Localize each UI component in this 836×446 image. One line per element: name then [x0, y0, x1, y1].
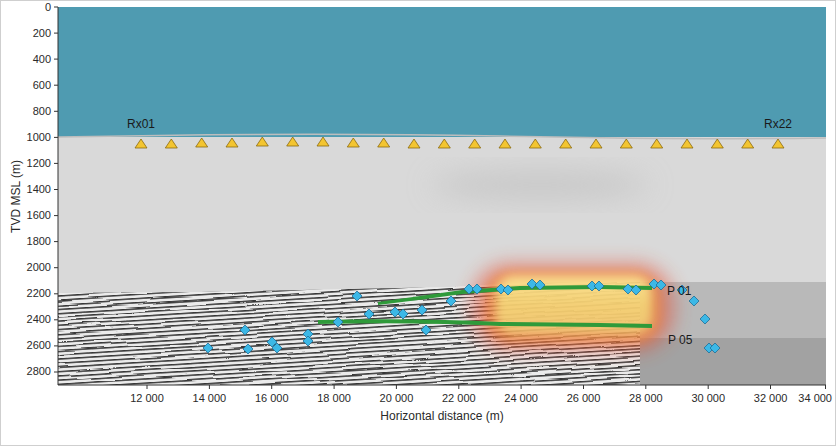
receiver-symbols [135, 137, 784, 148]
axis-tick-label: 30 000 [691, 392, 725, 405]
axis-tick-label: 2000 [27, 261, 51, 274]
axis-tick-label: 18 000 [317, 392, 351, 405]
axis-tick-label: 600 [33, 79, 51, 92]
water-column [58, 7, 826, 138]
axis-tick-label: 800 [33, 105, 51, 118]
axis-tick-label: 32 000 [754, 392, 788, 405]
axis-tick-label: 34 000 [798, 392, 832, 405]
axes [54, 7, 826, 389]
axis-tick-label: 12 000 [130, 392, 164, 405]
axis-tick-label: 26 000 [567, 392, 601, 405]
axis-tick-label: 28 000 [629, 392, 663, 405]
horizon-label: P 05 [668, 334, 692, 347]
axis-tick-label: 1000 [27, 131, 51, 144]
axis-tick-label: 24 000 [504, 392, 538, 405]
axis-tick-label: 2800 [27, 365, 51, 378]
axis-tick-label: 16 000 [255, 392, 289, 405]
axis-tick-label: 1200 [27, 157, 51, 170]
axis-tick-label: 1600 [27, 209, 51, 222]
receiver-label: Rx22 [764, 118, 792, 131]
axis-tick-label: 2600 [27, 339, 51, 352]
section-body [58, 7, 826, 385]
horizon-label: P 01 [667, 285, 691, 298]
horizon [378, 285, 652, 305]
axis-tick-label: 14 000 [193, 392, 227, 405]
axis-tick-label: 0 [45, 1, 51, 14]
axis-title: TVD MSL (m) [10, 160, 23, 233]
receiver-label: Rx01 [127, 118, 155, 131]
seismic-section [58, 260, 660, 385]
axis-tick-label: 2200 [27, 287, 51, 300]
axis-tick-label: 1800 [27, 235, 51, 248]
axis-tick-label: 200 [33, 27, 51, 40]
horizon [318, 319, 652, 328]
axis-tick-label: 400 [33, 53, 51, 66]
axis-tick-label: 2400 [27, 313, 51, 326]
axis-tick-label: 20 000 [380, 392, 414, 405]
axis-tick-label: 1400 [27, 183, 51, 196]
resistivity-anomaly [470, 262, 675, 352]
axis-title: Horizontal distance (m) [380, 410, 503, 423]
grey-block [640, 338, 826, 385]
axis-tick-label: 22 000 [442, 392, 476, 405]
well-markers [203, 279, 720, 354]
